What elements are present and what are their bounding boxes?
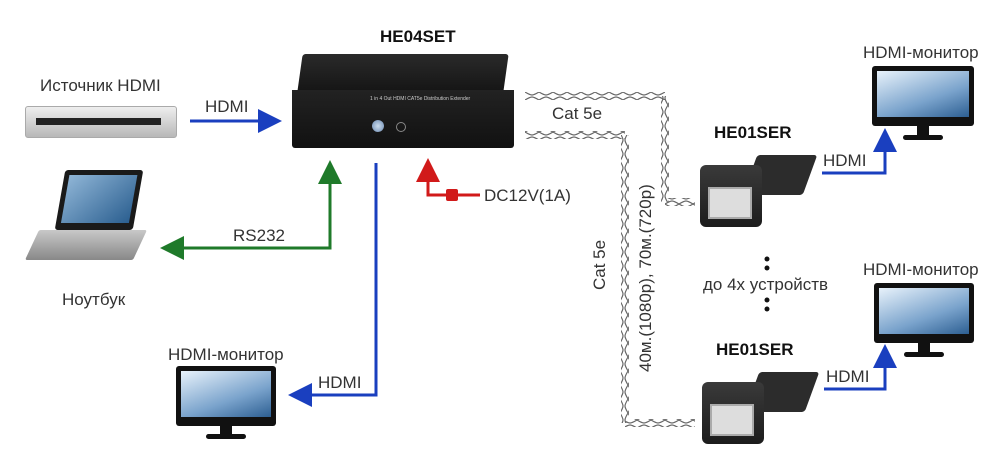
hdmi-rx1-label: HDMI <box>823 151 867 170</box>
hdmi-local-label: HDMI <box>318 373 362 392</box>
receiver-2-title: HE01SER <box>716 340 794 359</box>
source-label: Источник HDMI <box>40 76 161 95</box>
receiver-2-device <box>702 372 820 452</box>
monitor-local-label: HDMI-монитор <box>168 345 284 364</box>
laptop-label: Ноутбук <box>62 290 126 309</box>
monitor-1-icon <box>872 66 974 144</box>
hdmi-in-label: HDMI <box>205 97 249 116</box>
select-button-icon <box>372 120 384 132</box>
monitor-1-label: HDMI-монитор <box>863 43 979 62</box>
hdmi-rx2-arrow <box>824 344 897 391</box>
panel-text: 1 in 4 Out HDMI CAT5e Distribution Exten… <box>370 96 471 102</box>
rs232-label: RS232 <box>233 226 285 245</box>
receiver-1-title: HE01SER <box>714 123 792 142</box>
laptop-icon <box>25 170 150 270</box>
fuse-icon <box>446 189 458 201</box>
power-label: DC12V(1A) <box>484 186 571 205</box>
monitor-2-label: HDMI-монитор <box>863 260 979 279</box>
dvd-player-icon <box>25 106 177 138</box>
devices-note: до 4х устройств <box>703 275 829 294</box>
cable-distance-label: 40м.(1080p), 70м.(720p) <box>636 184 655 372</box>
receiver-1-device <box>700 155 818 235</box>
set-button-icon <box>396 122 406 132</box>
main-unit-device: 1 in 4 Out HDMI CAT5e Distribution Exten… <box>292 54 514 148</box>
hdmi-local-arrow <box>288 163 378 407</box>
monitor-2-icon <box>874 283 974 361</box>
power-arrow <box>416 158 480 197</box>
cat5e-vertical-label: Cat 5e <box>590 239 609 290</box>
main-unit-title: HE04SET <box>380 27 456 46</box>
hdmi-rx1-arrow <box>822 128 897 175</box>
cat5e-top-label: Cat 5e <box>552 104 603 123</box>
hdmi-rx2-label: HDMI <box>826 367 870 386</box>
monitor-local-icon <box>176 366 276 442</box>
